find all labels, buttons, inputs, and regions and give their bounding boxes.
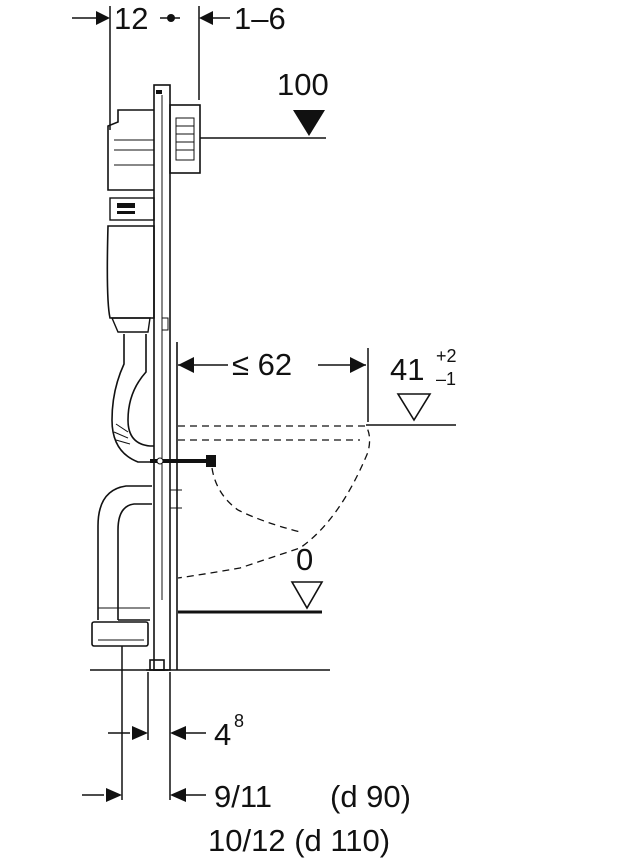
triangle-down-icon — [293, 110, 325, 136]
dim-label-reach: ≤ 62 — [232, 347, 292, 382]
dim-label-4-exponent: 8 — [234, 711, 244, 731]
level-label-0: 0 — [296, 542, 313, 577]
datum-dot-icon — [167, 14, 175, 22]
arrow-right-icon — [132, 726, 148, 740]
tolerance-minus: –1 — [436, 369, 456, 389]
dim-label-9-11: 9/11 — [214, 779, 272, 814]
wall-gap-dimension: 4 8 — [108, 646, 244, 800]
level-marker-0: 0 — [178, 542, 324, 614]
arrow-left-icon — [170, 726, 186, 740]
top-dimension: 12 1–6 — [72, 1, 286, 130]
arrow-right-icon — [106, 788, 122, 802]
arrow-right-icon — [96, 11, 110, 25]
tolerance-plus: +2 — [436, 346, 457, 366]
triangle-down-outline-icon — [396, 393, 432, 422]
level-label-41: 41 — [390, 352, 424, 387]
dim-label-10-12-d110: 10/12 (d 110) — [208, 823, 390, 858]
triangle-down-outline-icon — [290, 581, 324, 610]
arrow-left-icon — [199, 11, 213, 25]
installation-frame — [91, 84, 216, 671]
dim-label-1-6: 1–6 — [234, 1, 286, 36]
level-marker-41: 41 +2 –1 — [366, 346, 457, 426]
reach-dimension: ≤ 62 — [178, 347, 369, 422]
level-marker-100: 100 — [200, 67, 329, 139]
pipe-dimension: 9/11 (d 90) 10/12 (d 110) — [82, 779, 411, 858]
wc-bowl-outline — [177, 425, 371, 579]
arrow-right-icon — [350, 357, 366, 373]
dim-label-d90: (d 90) — [330, 779, 411, 814]
arrow-left-icon — [178, 357, 194, 373]
dim-label-12: 12 — [114, 1, 148, 36]
level-label-100: 100 — [277, 67, 329, 102]
arrow-left-icon — [170, 788, 186, 802]
dim-label-4: 4 — [214, 717, 231, 752]
